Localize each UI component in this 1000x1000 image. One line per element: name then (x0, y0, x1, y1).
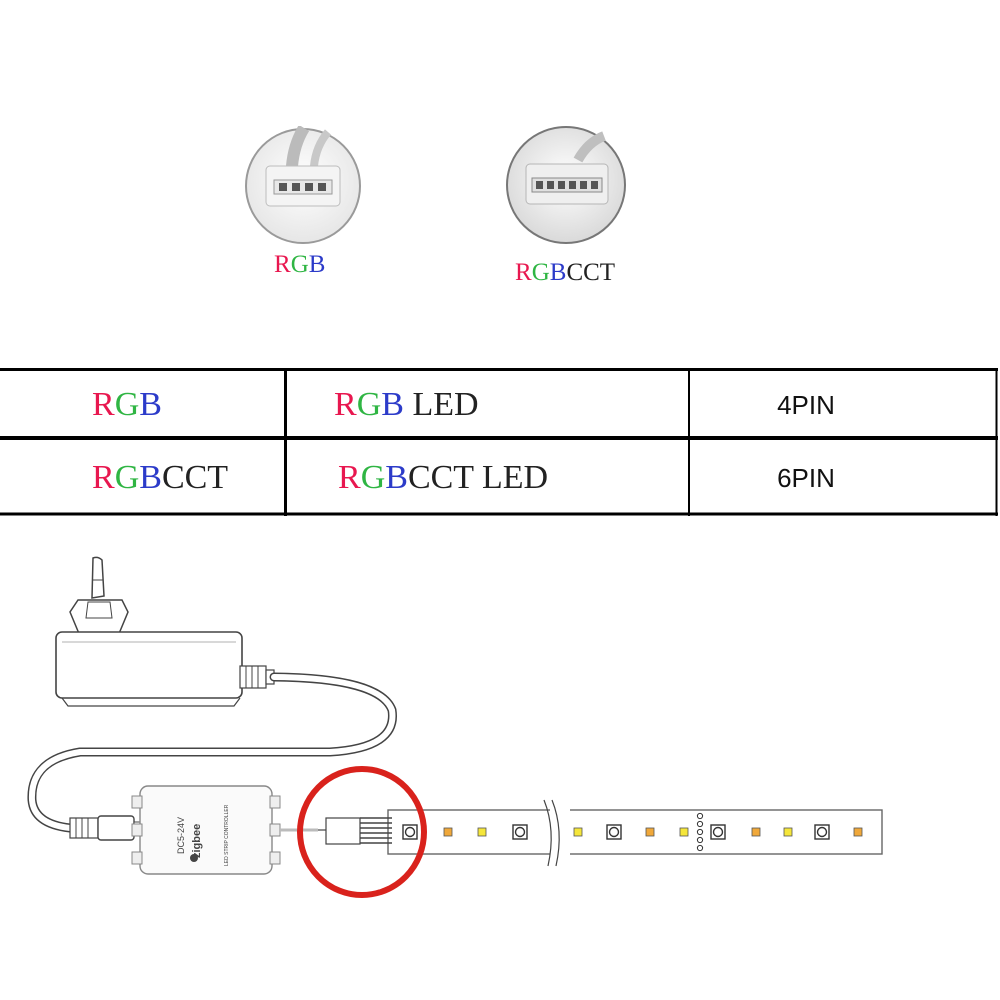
label-part: B (385, 459, 408, 496)
label-part: R (92, 386, 115, 423)
controller-box-icon: zigbee DC5-24V LED STRIP CONTROLLER (131, 785, 281, 875)
controller-voltage: DC5-24V (176, 817, 186, 854)
table-row-2-pins: 6PIN (777, 463, 835, 493)
led-chip-cool (751, 827, 761, 837)
label-part: G (290, 251, 309, 278)
strip-connector-icon (318, 817, 392, 845)
label-part: G (114, 459, 140, 496)
label-part: B (139, 386, 162, 423)
label-part: B (549, 259, 567, 286)
spec-table: RGB RGB LED 4PIN RGBCCT RGBCCT LED 6PIN (0, 368, 998, 516)
connector-pins (360, 817, 392, 844)
label-part: R (515, 259, 532, 286)
label-part: B (139, 459, 162, 496)
controller-model-text: LED STRIP CONTROLLER (224, 804, 230, 866)
table-row-1-led: RGB LED (334, 386, 479, 424)
label-part: R (334, 386, 357, 423)
label-part: CCT (566, 259, 616, 286)
led-chip-cool (853, 827, 863, 837)
connector-6pin-label: RGBCCT (515, 259, 615, 287)
label-part: B (308, 251, 326, 278)
led-chip-cool (443, 827, 453, 837)
table-row-1-pins: 4PIN (777, 390, 835, 420)
led-chip-warm (783, 827, 793, 837)
connector-6pin-icon (506, 126, 626, 244)
zigbee-logo-icon (190, 854, 198, 862)
label-part: CCT (161, 459, 229, 496)
led-chip-lens (404, 826, 416, 838)
wiring-diagram: zigbee DC5-24V LED STRIP CONTROLLER (27, 556, 883, 898)
led-chip-warm (573, 827, 583, 837)
label-part: R (92, 459, 115, 496)
label-part: G (356, 386, 382, 423)
label-part: LED (403, 386, 479, 423)
cut-mark (696, 844, 704, 852)
label-part: G (531, 259, 550, 286)
label-part: CCT LED (407, 459, 549, 496)
label-part: B (381, 386, 404, 423)
led-strip-icon (387, 799, 883, 870)
cut-mark (696, 828, 704, 836)
table-row-2-led: RGBCCT LED (338, 459, 548, 497)
led-chip-lens (514, 826, 526, 838)
led-chip-lens (712, 826, 724, 838)
led-chip-cool (645, 827, 655, 837)
led-chip-lens (608, 826, 620, 838)
power-adapter-icon (55, 556, 275, 707)
table-grid (0, 368, 998, 516)
connector-4pin-icon (245, 126, 361, 244)
led-chip-warm (679, 827, 689, 837)
label-part: R (274, 251, 291, 278)
dc-plug-icon (69, 815, 141, 841)
connector-4pin-label: RGB (274, 251, 325, 279)
led-chip-lens (816, 826, 828, 838)
controller-brand: zigbee (191, 824, 203, 858)
table-row-2-type: RGBCCT (92, 459, 228, 497)
label-part: R (338, 459, 361, 496)
led-chips (402, 812, 863, 852)
cut-mark (696, 836, 704, 844)
highlight-ring (297, 766, 427, 898)
cut-mark (696, 812, 704, 820)
label-part: G (114, 386, 140, 423)
table-row-1-type: RGB (92, 386, 162, 424)
label-part: G (360, 459, 386, 496)
cut-mark (696, 820, 704, 828)
led-chip-warm (477, 827, 487, 837)
